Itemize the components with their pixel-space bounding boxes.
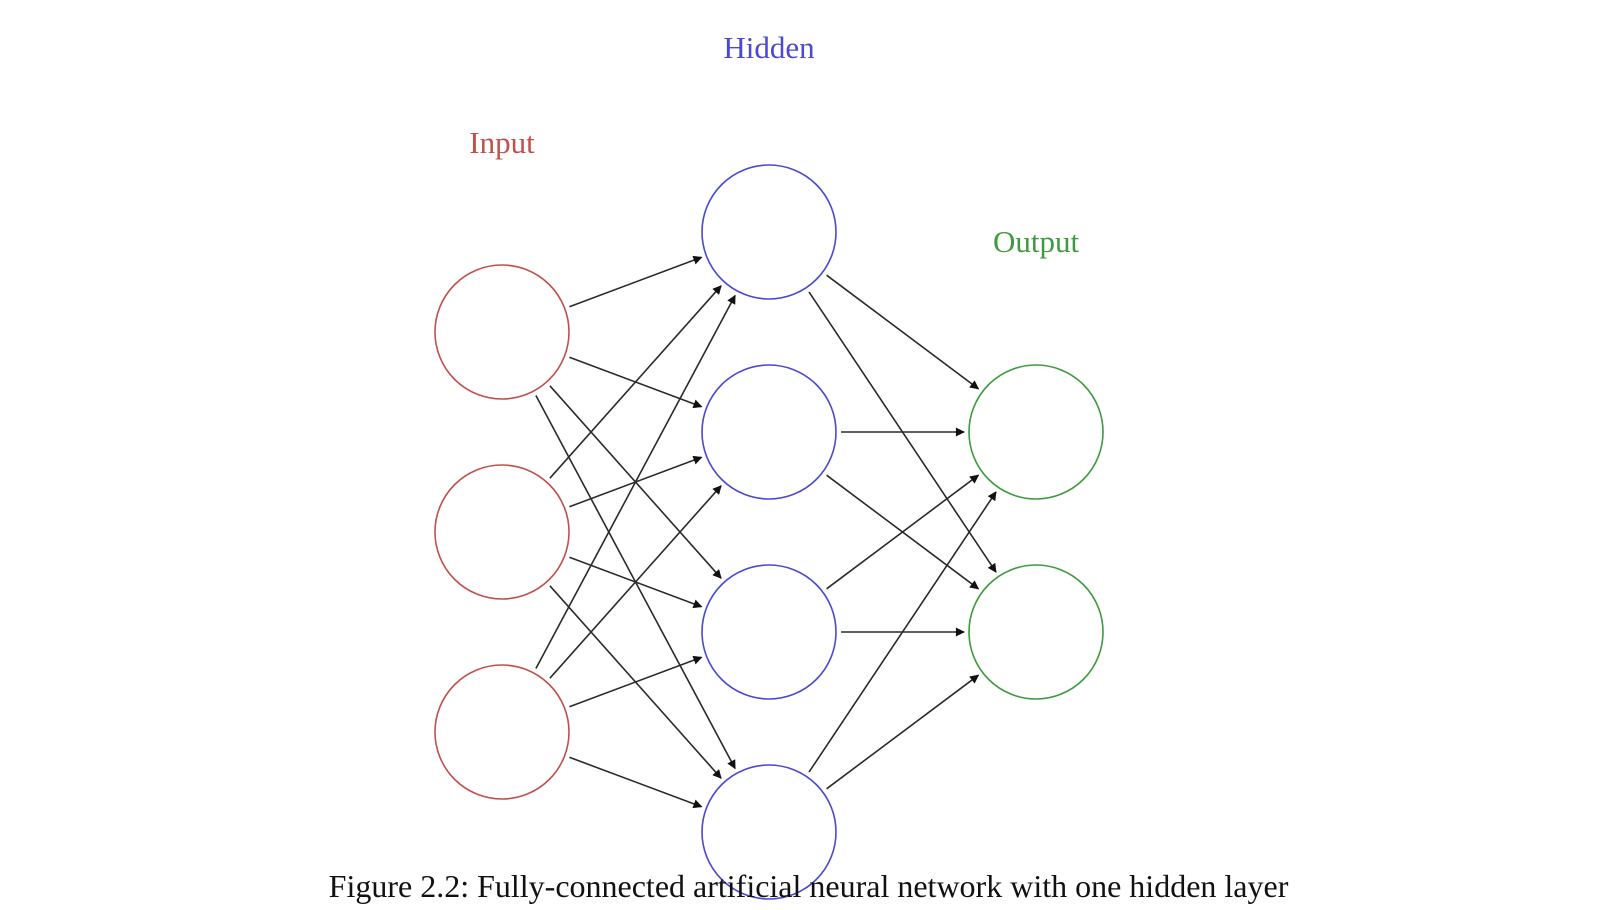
edge-input-3-to-hidden-3 <box>569 655 703 708</box>
edge-input-3-to-hidden-2 <box>549 485 722 679</box>
input-node-2 <box>434 464 570 600</box>
edge-input-3-to-hidden-4 <box>569 756 703 809</box>
input-node-3 <box>434 664 570 800</box>
edge-input-3-to-hidden-1 <box>535 294 736 669</box>
output-node-2 <box>968 564 1104 700</box>
output-layer-label: Output <box>993 224 1080 259</box>
input-layer-label: Input <box>469 125 535 160</box>
hidden-node-1 <box>701 164 837 300</box>
layer-labels: Input Hidden Output <box>469 30 1079 259</box>
edge-input-1-to-hidden-1 <box>569 255 703 308</box>
hidden-layer-label: Hidden <box>723 30 815 65</box>
figure-caption: Figure 2.2: Fully-connected artificial n… <box>328 868 1289 904</box>
edge-hidden-4-to-output-2 <box>826 674 980 790</box>
edge-hidden-3-to-output-1 <box>826 474 980 590</box>
hidden-node-4 <box>701 764 837 900</box>
hidden-node-2 <box>701 364 837 500</box>
connection-edges <box>535 255 997 809</box>
edge-input-2-to-hidden-1 <box>549 285 722 479</box>
network-nodes <box>434 164 1104 900</box>
hidden-node-3 <box>701 564 837 700</box>
edge-hidden-1-to-output-1 <box>826 274 980 390</box>
edge-hidden-4-to-output-1 <box>808 491 997 773</box>
output-node-1 <box>968 364 1104 500</box>
input-node-1 <box>434 264 570 400</box>
